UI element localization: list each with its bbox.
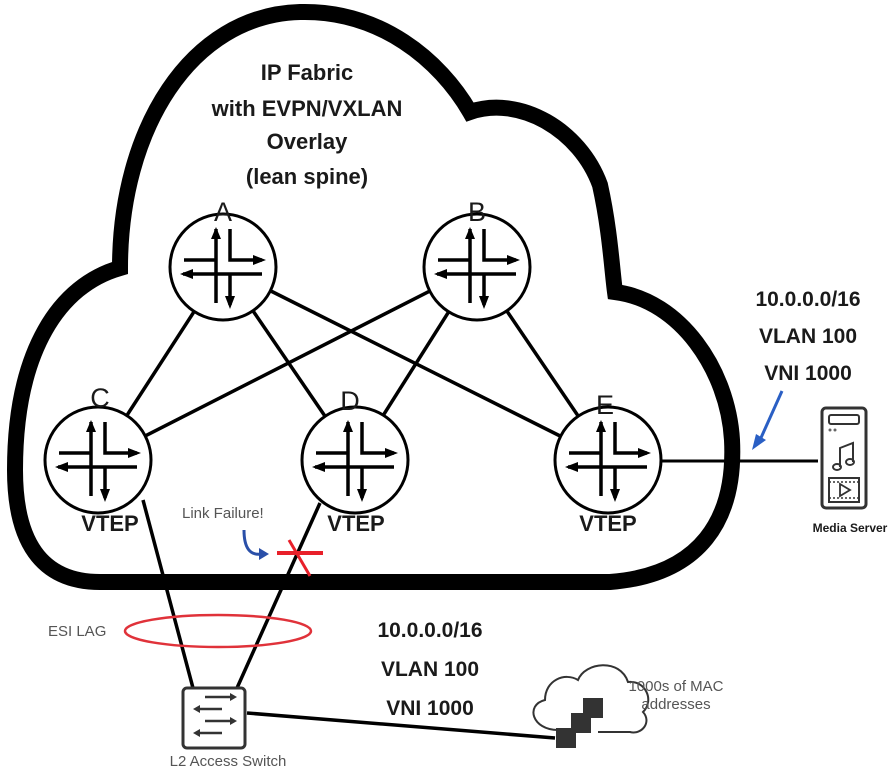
link-b-d: [381, 310, 451, 417]
link-failure-label: Link Failure!: [182, 505, 264, 522]
vtep-label-c: VTEP: [81, 511, 138, 536]
access-network-vlan: VLAN 100: [381, 658, 479, 681]
mac-cloud-label-line-1: 1000s of MAC: [628, 678, 723, 695]
link-c-to-access-switch: [141, 499, 195, 689]
access-network-prefix: 10.0.0.0/16: [377, 619, 482, 642]
router-d[interactable]: [300, 405, 410, 515]
ip-fabric-cloud: [6, 3, 741, 590]
link-a-c: [125, 310, 196, 417]
fabric-title-line-3: Overlay: [267, 129, 348, 154]
node-label-a: A: [214, 197, 232, 227]
media-network-vlan: VLAN 100: [759, 325, 857, 348]
node-label-b: B: [468, 197, 486, 227]
esi-lag-ring: [123, 613, 313, 649]
router-c[interactable]: [43, 405, 153, 515]
router-e[interactable]: [553, 405, 663, 515]
esi-lag-label: ESI LAG: [48, 623, 106, 640]
fabric-title-line-2: with EVPN/VXLAN: [211, 96, 403, 121]
access-switch-label: L2 Access Switch: [170, 753, 287, 770]
fabric-title-line-1: IP Fabric: [261, 60, 354, 85]
fabric-links: [125, 289, 580, 438]
pointer-arrow-failure: [242, 529, 269, 560]
link-d-to-access-switch: [235, 502, 322, 689]
switch-icon[interactable]: [181, 686, 247, 750]
router-a[interactable]: [168, 212, 278, 322]
fabric-title-line-4: (lean spine): [246, 164, 368, 189]
link-b-c: [144, 289, 431, 438]
link-b-e: [505, 309, 580, 418]
link-access-switch-to-mac-cloud: [246, 711, 556, 740]
mac-cloud-label-line-2: addresses: [641, 696, 710, 713]
vtep-label-e: VTEP: [579, 511, 636, 536]
access-network-vni: VNI 1000: [386, 697, 474, 720]
vtep-label-d: VTEP: [327, 511, 384, 536]
node-label-c: C: [90, 383, 110, 413]
router-b[interactable]: [422, 212, 532, 322]
pointer-arrow-media: [752, 390, 784, 450]
media-server-label: Media Server: [813, 521, 888, 535]
link-failure-x-icon: [277, 539, 323, 577]
media-network-prefix: 10.0.0.0/16: [755, 288, 860, 311]
node-label-e: E: [596, 390, 614, 420]
media-server-icon[interactable]: [820, 406, 868, 510]
mac-cloud-icon: [532, 664, 650, 748]
node-label-d: D: [340, 386, 360, 416]
media-network-vni: VNI 1000: [764, 362, 852, 385]
